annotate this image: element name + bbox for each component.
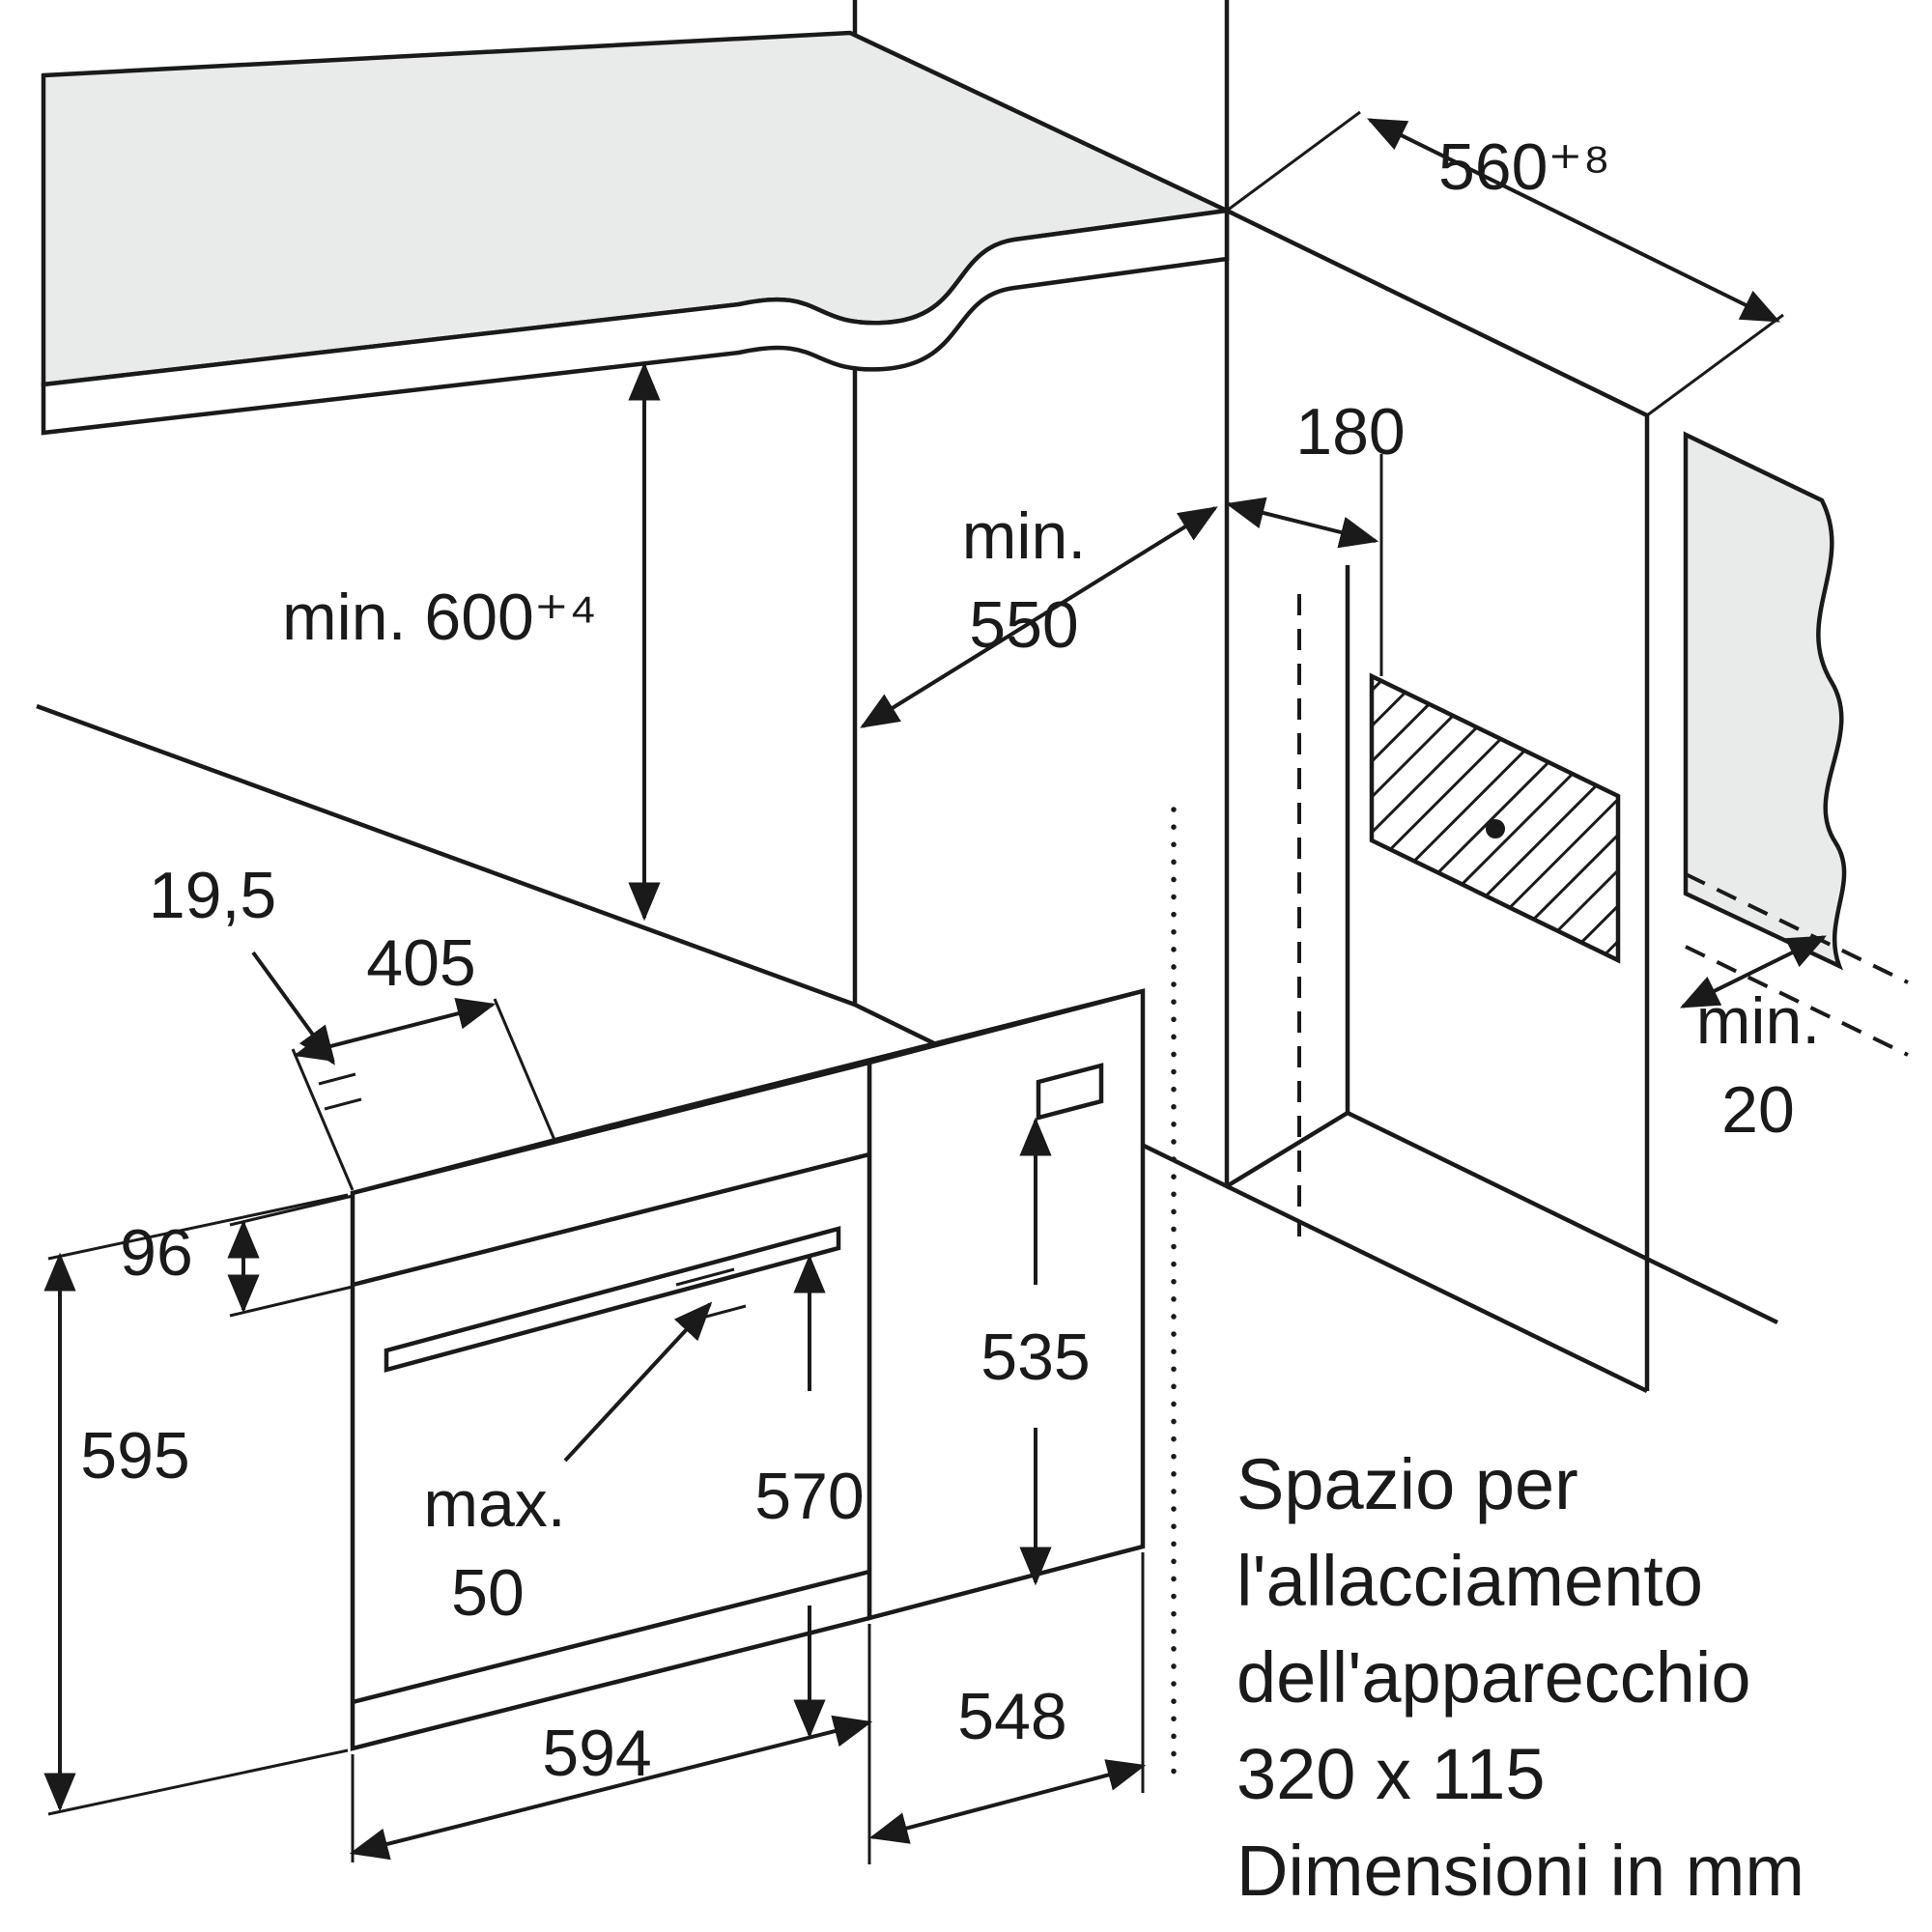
dim-oven-panel-height: 96 bbox=[120, 1194, 354, 1318]
dim-oven-handle: max. 50 bbox=[423, 1267, 747, 1630]
dim-niche-depth-label2: 550 bbox=[969, 588, 1078, 662]
side-vent-recess bbox=[1036, 1063, 1104, 1121]
control-panel-line bbox=[352, 1151, 870, 1288]
dim-oven-height: 595 bbox=[43, 1193, 349, 1816]
ext-line bbox=[1226, 110, 1361, 213]
note-line-4: 320 x 115 bbox=[1236, 1734, 1546, 1814]
ext-line bbox=[493, 998, 556, 1141]
countertop bbox=[41, 30, 1235, 436]
tick-line bbox=[675, 1267, 735, 1287]
tick-line bbox=[318, 1072, 356, 1086]
dim-frame-overhang-label: 19,5 bbox=[149, 859, 276, 932]
niche-top-edge bbox=[1226, 208, 1648, 418]
connection-area-hatch bbox=[1369, 672, 1621, 964]
dim-handle-label1: max. bbox=[423, 1467, 565, 1541]
oven-handle bbox=[384, 1226, 841, 1373]
dimension-arrow bbox=[349, 1715, 873, 1861]
dim-handle-label2: 50 bbox=[451, 1556, 525, 1630]
countertop-front-band bbox=[41, 208, 1230, 436]
dim-rear-gap-label2: 20 bbox=[1721, 1073, 1795, 1147]
floor-line bbox=[36, 703, 856, 1008]
dim-oven-depth-label: 548 bbox=[957, 1680, 1066, 1753]
oven-view bbox=[350, 988, 1146, 1751]
connection-point-dot bbox=[1486, 819, 1505, 838]
ext-line bbox=[47, 1748, 349, 1816]
dim-rear-gap-label1: min. bbox=[1696, 984, 1820, 1058]
door-bottom-line bbox=[352, 1569, 870, 1705]
dim-top-depth-label: 405 bbox=[366, 926, 475, 1000]
dim-niche-depth: min. 550 bbox=[860, 499, 1218, 728]
ext-line bbox=[229, 1285, 354, 1318]
dim-oven-depth: 548 bbox=[868, 1552, 1147, 1844]
ext-line bbox=[1646, 313, 1784, 417]
dim-niche-width: 560⁺⁸ bbox=[1226, 110, 1784, 417]
dimension-arrow bbox=[1680, 935, 1827, 1009]
niche-floor-back bbox=[1347, 1110, 1778, 1325]
ext-line bbox=[291, 1048, 355, 1191]
dim-oven-top-depth: 405 bbox=[291, 926, 556, 1191]
dim-oven-width-label: 594 bbox=[542, 1717, 651, 1790]
dim-oven-cavity-height: 570 bbox=[754, 1254, 865, 1739]
dim-cavity-height-label: 570 bbox=[754, 1460, 864, 1533]
niche-floor-left bbox=[1225, 1111, 1350, 1188]
dimension-arrow bbox=[1367, 118, 1780, 323]
dimension-arrow bbox=[868, 1759, 1147, 1844]
dim-rear-height-label: 535 bbox=[980, 1321, 1090, 1394]
leader-arrow bbox=[251, 951, 335, 1065]
note-line-2: l'allacciamento bbox=[1236, 1541, 1703, 1621]
hidden-edge-2 bbox=[1685, 872, 1909, 984]
dim-rear-gap: min. 20 bbox=[1680, 935, 1827, 1147]
dim-niche-depth-label1: min. bbox=[962, 499, 1086, 573]
note-line-3: dell'apparecchio bbox=[1236, 1637, 1751, 1718]
dim-oven-frame-overhang: 19,5 bbox=[149, 859, 362, 1111]
side-wall-panel bbox=[1683, 431, 1847, 971]
leader-arrow bbox=[563, 1301, 713, 1463]
dim-niche-height: min. 600⁺⁴ bbox=[282, 361, 661, 922]
dimension-arrow bbox=[1225, 497, 1379, 549]
ext-line bbox=[47, 1193, 349, 1261]
dim-connection-offset: 180 bbox=[1225, 395, 1406, 549]
dimension-arrow bbox=[293, 997, 497, 1063]
niche-bottom-edge bbox=[1226, 1183, 1648, 1394]
dim-panel-height-label: 96 bbox=[120, 1216, 193, 1290]
oven-front-face bbox=[350, 1060, 872, 1751]
dim-connection-offset-label: 180 bbox=[1295, 395, 1405, 469]
dimension-arrow bbox=[860, 506, 1218, 728]
dim-niche-height-label: min. 600⁺⁴ bbox=[282, 581, 597, 654]
dim-oven-height-label: 595 bbox=[80, 1419, 189, 1492]
note-line-5: Dimensioni in mm bbox=[1236, 1831, 1804, 1911]
tick-line bbox=[324, 1097, 362, 1111]
dim-niche-width-label: 560⁺⁸ bbox=[1438, 130, 1610, 204]
note-line-1: Spazio per bbox=[1236, 1444, 1578, 1524]
dim-oven-rear-height: 535 bbox=[980, 1117, 1091, 1586]
ext-line bbox=[229, 1194, 354, 1227]
notes-block: Spazio per l'allacciamento dell'apparecc… bbox=[1236, 1444, 1804, 1911]
